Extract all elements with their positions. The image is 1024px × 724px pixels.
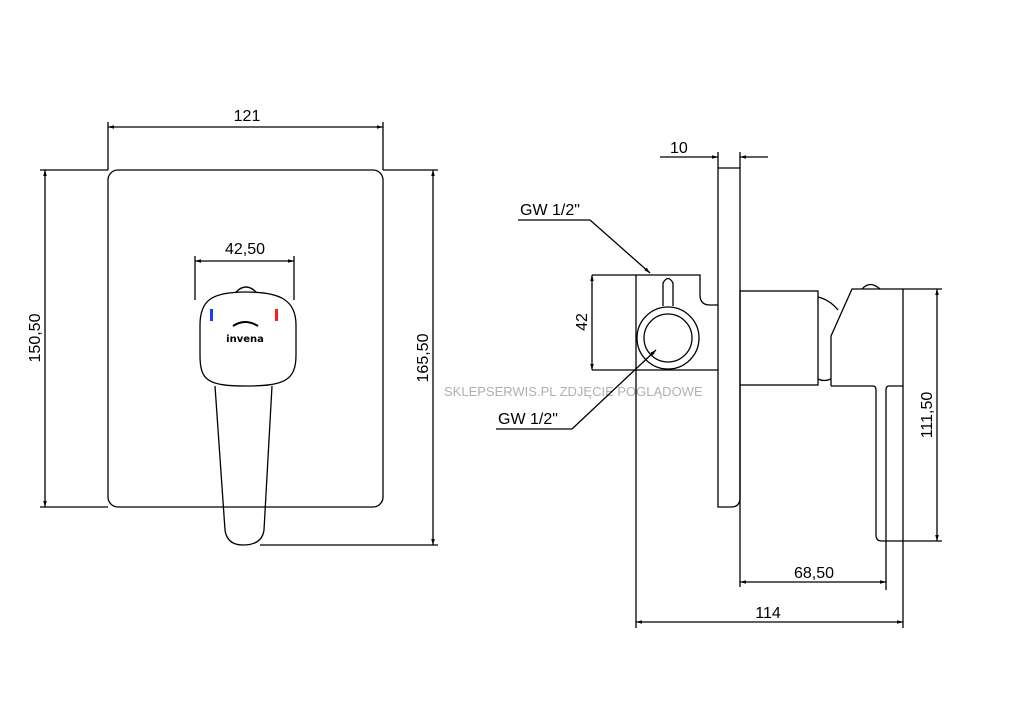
- inlet-slot: [662, 277, 674, 306]
- outlet-port: [636, 306, 700, 370]
- handle-lever: [214, 385, 273, 546]
- plate-thickness-dimension: 10: [670, 140, 688, 157]
- leader-arrow: [589, 219, 651, 274]
- valve-body: [739, 290, 819, 386]
- inlet-height-dimension: 42: [574, 313, 591, 331]
- inlet-top-label: GW 1/2": [520, 202, 580, 219]
- total-height-dimension: 165,50: [415, 333, 432, 382]
- projection-dimension: 68,50: [794, 565, 834, 582]
- side-handle-lever: [831, 385, 883, 542]
- total-depth-dimension: 114: [755, 605, 781, 622]
- handle-head: [199, 291, 297, 387]
- width-dimension: 121: [234, 108, 261, 125]
- handle-knob: [235, 286, 257, 293]
- handle-width-dimension: 42,50: [225, 241, 265, 258]
- hot-indicator: [275, 309, 278, 321]
- handle-height-dimension: 111,50: [919, 392, 936, 439]
- watermark: SKLEPSERWIS.PL ZDJĘCIE POGLĄDOWE: [444, 384, 703, 399]
- leader-arrow: [571, 349, 657, 430]
- side-plate: [717, 167, 741, 508]
- brand-logo: invena: [226, 334, 264, 345]
- side-handle-lever-back: [885, 385, 903, 590]
- outlet-port-inner: [643, 313, 693, 363]
- cold-indicator: [210, 309, 213, 321]
- collar-top: [817, 296, 839, 311]
- inlet-housing: [592, 274, 718, 306]
- side-handle-head: [830, 288, 903, 386]
- logo-arc: [232, 321, 259, 327]
- collar-bottom: [817, 378, 832, 382]
- side-view: 111,50 42 10 68,50 114 GW 1/2" GW 1/2": [496, 140, 942, 628]
- height-dimension: 150,50: [27, 313, 44, 362]
- cover-plate: [107, 169, 384, 508]
- side-handle-knob: [861, 283, 881, 290]
- outlet-label: GW 1/2": [498, 411, 558, 428]
- front-view: 121 150,50 165,50 42,50 invena: [27, 108, 438, 546]
